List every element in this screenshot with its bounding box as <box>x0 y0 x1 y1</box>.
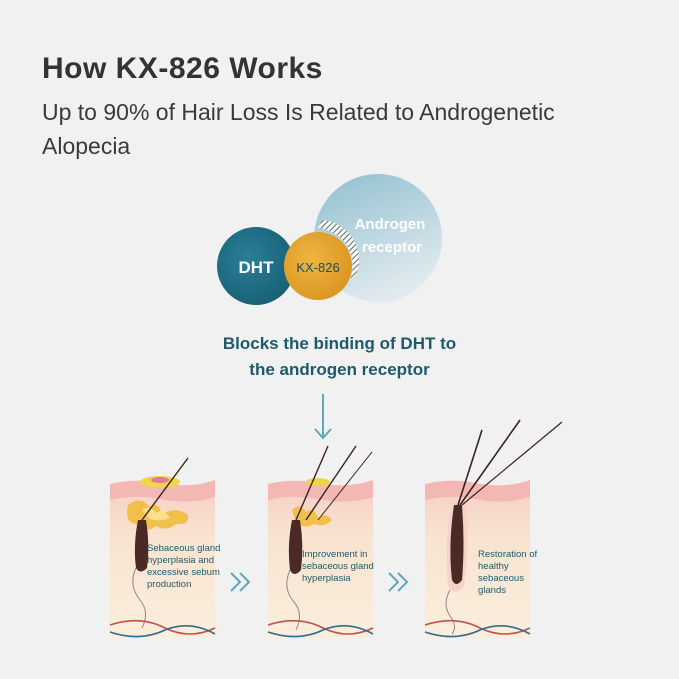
kx826-label: KX-826 <box>296 260 339 275</box>
double-chevron-right-icon-2 <box>388 572 409 592</box>
arrow-down-icon <box>314 394 332 440</box>
kx826-circle <box>284 232 352 300</box>
mechanism-caption: Blocks the binding of DHT to the androge… <box>0 331 679 383</box>
skin-panel-3 <box>424 419 563 638</box>
skin-panel-2 <box>267 445 374 638</box>
receptor-label-line2: receptor <box>362 239 422 256</box>
skin-panel-1 <box>109 457 216 638</box>
panel-3-text: Restoration of healthy sebaceous glands <box>478 549 538 596</box>
panel-1-text: Sebaceous gland hyperplasia and excessiv… <box>147 543 221 590</box>
panel-2-text: Improvement in sebaceous gland hyperplas… <box>302 549 374 584</box>
caption-text: Blocks the binding of DHT to the androge… <box>222 334 457 379</box>
page-title: How KX-826 Works <box>42 52 323 85</box>
dht-circle <box>217 227 295 305</box>
double-chevron-right-icon <box>230 572 251 592</box>
dht-label: DHT <box>239 258 275 277</box>
receptor-label-line1: Androgen <box>355 216 426 233</box>
page-subtitle: Up to 90% of Hair Loss Is Related to And… <box>42 99 555 159</box>
binding-site <box>318 220 359 280</box>
